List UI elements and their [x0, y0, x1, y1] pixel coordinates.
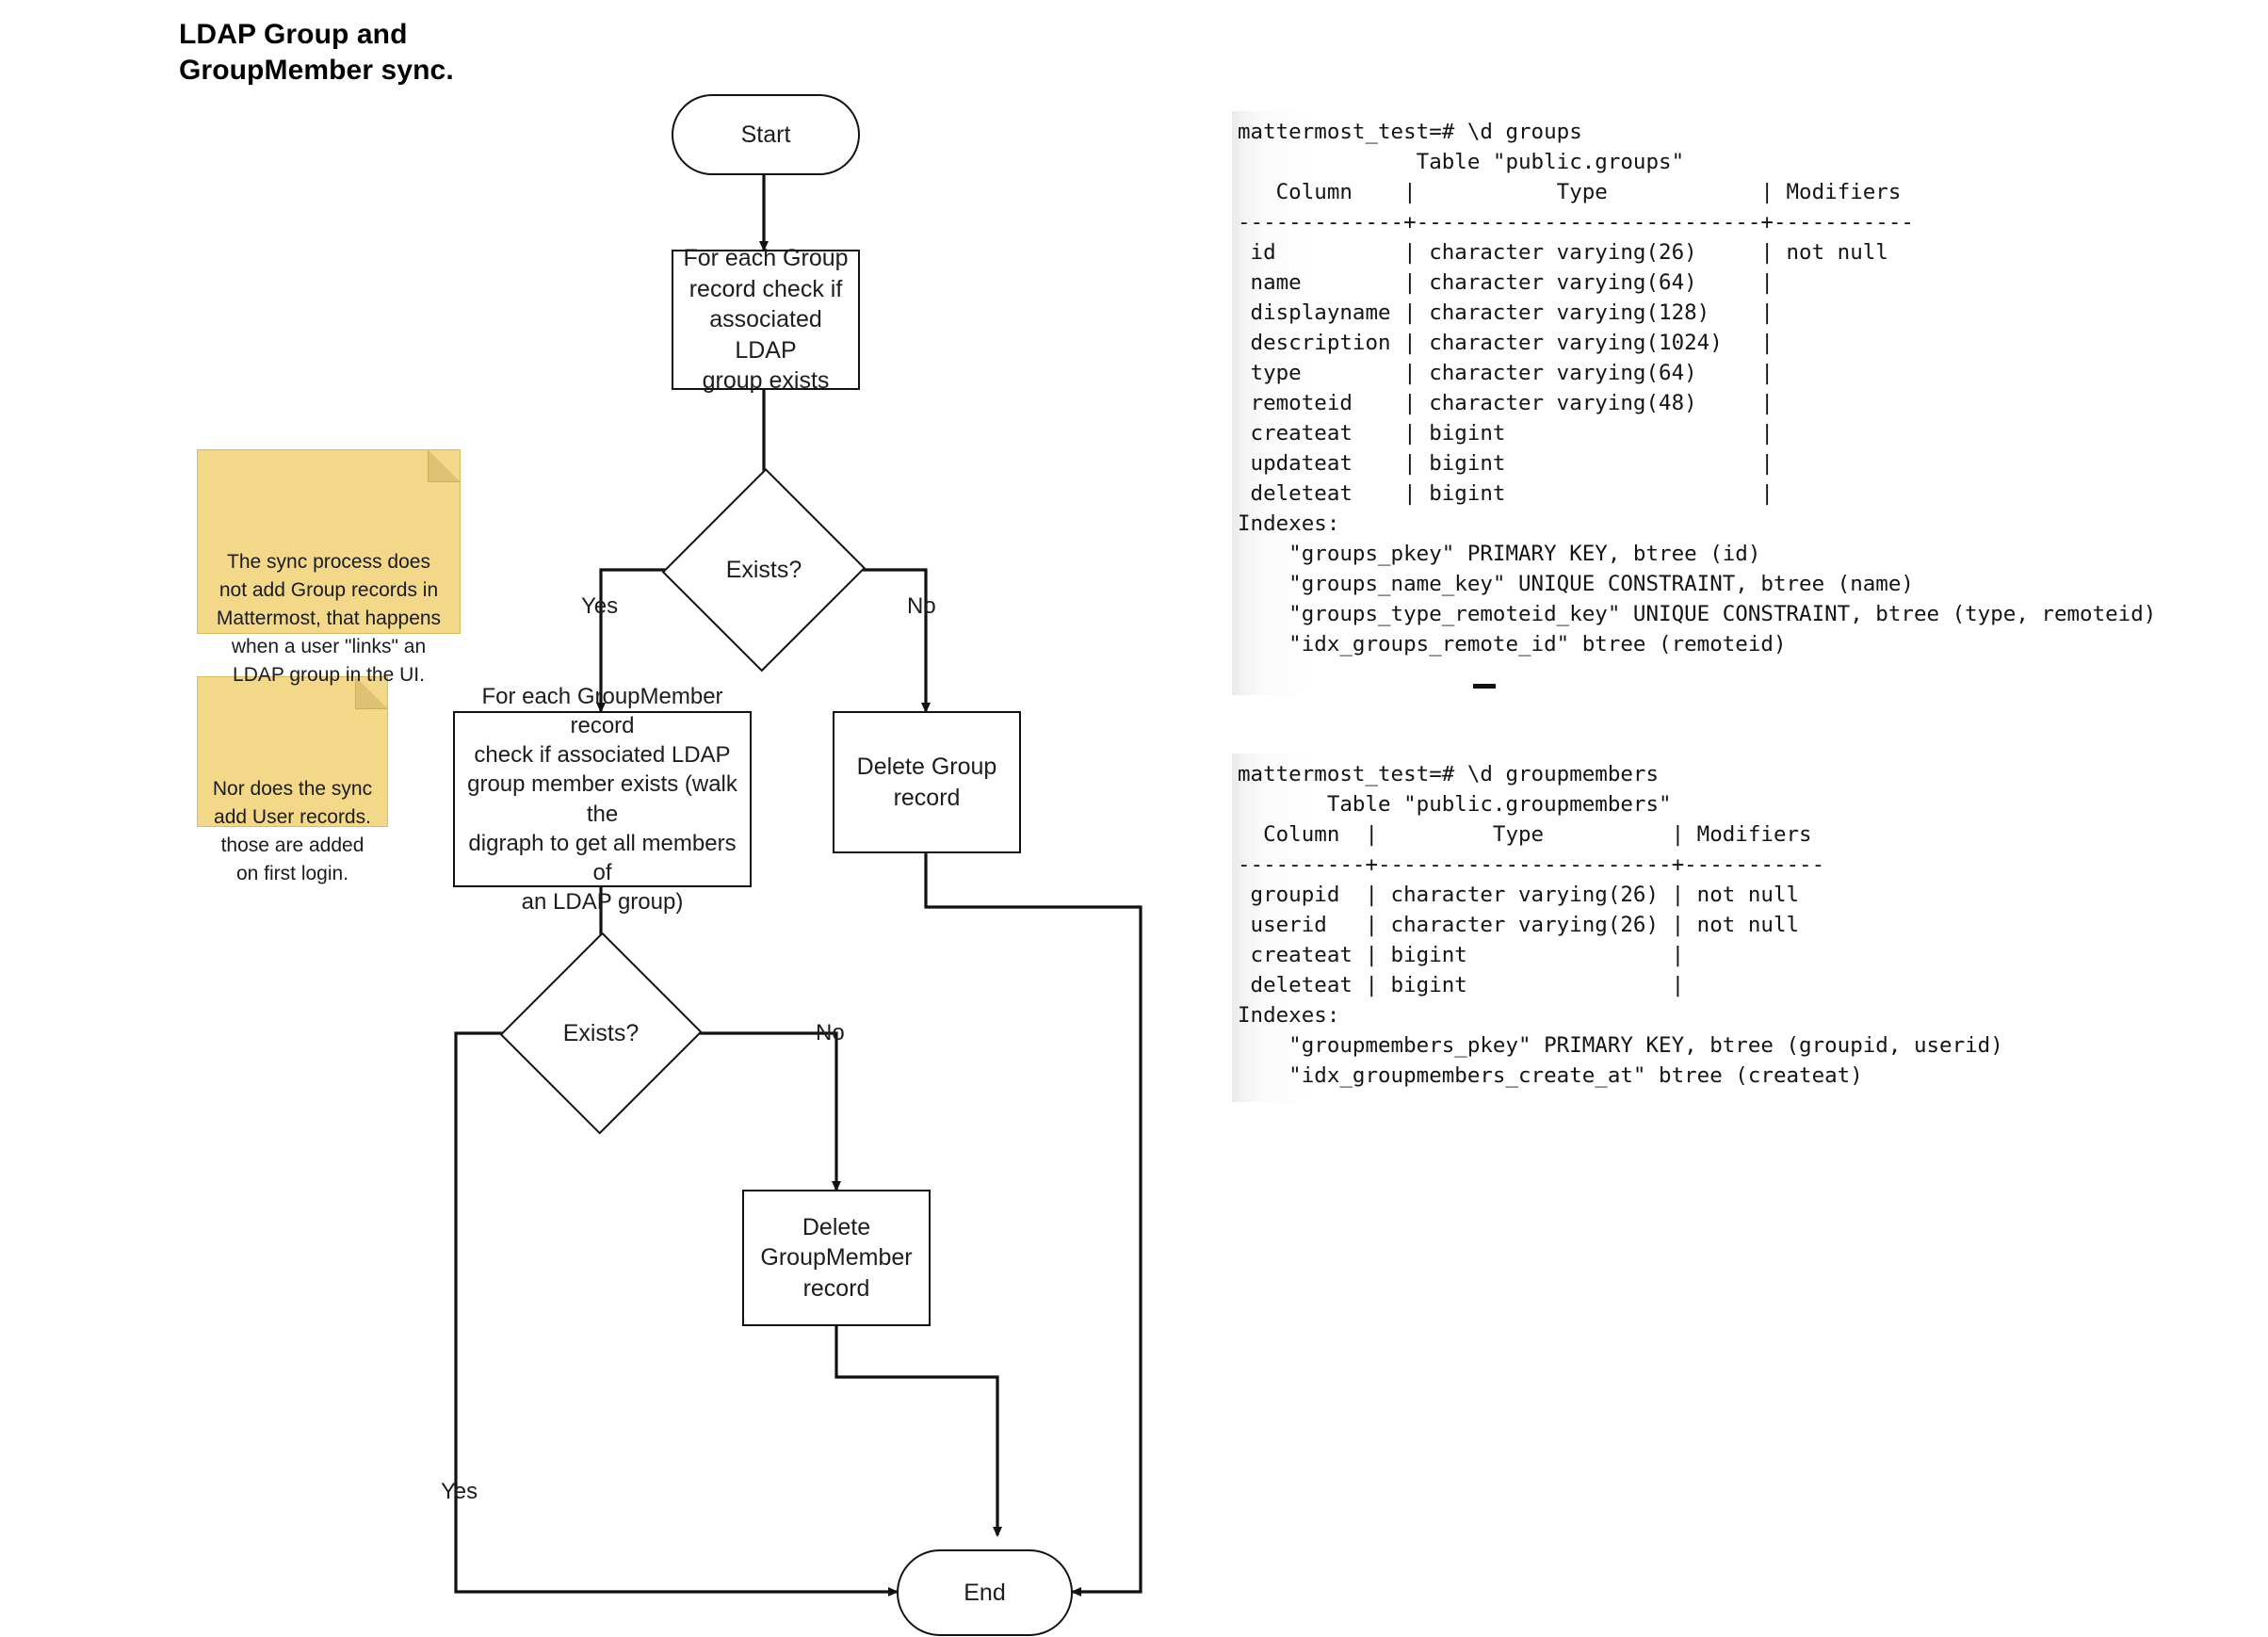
- terminal-output-groupmembers: mattermost_test=# \d groupmembers Table …: [1232, 754, 2033, 1102]
- note-background: [197, 449, 461, 634]
- node-exists-member-decision[interactable]: Exists?: [499, 931, 703, 1136]
- node-start[interactable]: Start: [672, 94, 860, 175]
- node-delete-groupmember[interactable]: Delete GroupMember record: [742, 1190, 931, 1326]
- node-delete-groupmember-label: Delete GroupMember record: [760, 1213, 913, 1302]
- edge-exists-yes: [596, 568, 675, 713]
- node-check-group[interactable]: For each Group record check if associate…: [672, 245, 860, 394]
- node-check-groupmember-label: For each GroupMember record check if ass…: [467, 683, 737, 916]
- edge-label-member-no: No: [816, 1020, 845, 1045]
- edge-label-group-yes: Yes: [581, 593, 619, 619]
- edge-label-group-no: No: [907, 593, 936, 619]
- node-start-label: Start: [740, 121, 791, 148]
- edge-delete-member-to-end: [834, 1326, 1002, 1537]
- note-group-records[interactable]: The sync process does not add Group reco…: [197, 449, 461, 686]
- node-delete-group-label: Delete Group record: [856, 754, 997, 811]
- note-group-records-text: The sync process does not add Group reco…: [216, 551, 442, 686]
- node-exists-member-label: Exists?: [562, 1019, 640, 1046]
- terminal-cursor-icon: [1473, 684, 1496, 689]
- edge-label-member-yes: Yes: [441, 1479, 478, 1504]
- note-user-records[interactable]: Nor does the sync add User records. thos…: [197, 676, 388, 884]
- node-exists-group-label: Exists?: [725, 556, 802, 583]
- page-title: LDAP Group and GroupMember sync.: [179, 19, 454, 86]
- edge-member-no: [690, 1031, 841, 1191]
- terminal-output-groups: mattermost_test=# \d groups Table "publi…: [1232, 111, 2183, 695]
- edge-exists-no: [852, 568, 931, 713]
- edge-member-yes-to-end: [454, 1031, 899, 1596]
- edge-delete-group-to-end: [924, 853, 1142, 1596]
- node-end-label: End: [964, 1579, 1006, 1606]
- note-user-records-text: Nor does the sync add User records. thos…: [212, 778, 373, 884]
- node-end[interactable]: End: [897, 1549, 1073, 1636]
- node-delete-group[interactable]: Delete Group record: [833, 711, 1021, 853]
- node-exists-group-decision[interactable]: Exists?: [662, 466, 866, 673]
- node-check-group-label: For each Group record check if associate…: [683, 245, 849, 395]
- node-check-groupmember[interactable]: For each GroupMember record check if ass…: [453, 684, 752, 915]
